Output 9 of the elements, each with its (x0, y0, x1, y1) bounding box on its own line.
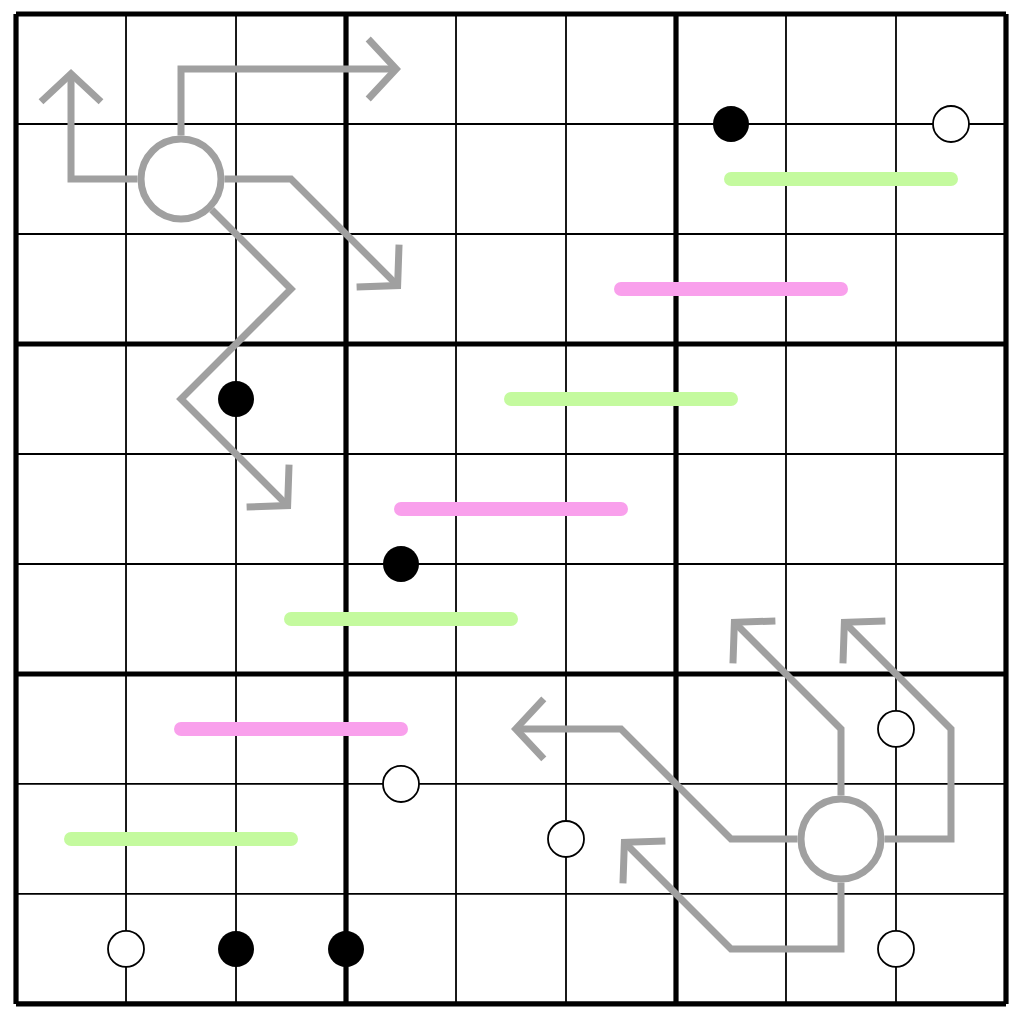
arrow (511, 696, 798, 843)
arrow (224, 175, 403, 291)
arrow (729, 617, 845, 796)
arrow (176, 207, 296, 511)
arrow (839, 617, 955, 843)
arrow-circle (797, 795, 885, 883)
arrow-circle (137, 135, 225, 223)
arrow (177, 36, 401, 136)
arrow (619, 837, 845, 953)
